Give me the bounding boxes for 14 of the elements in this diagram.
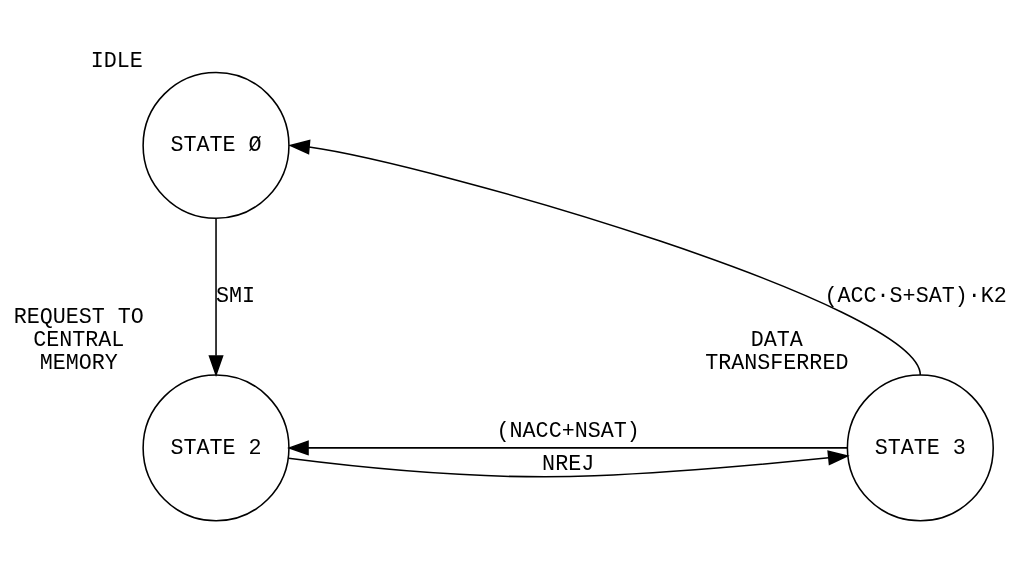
node-label: REQUEST TO CENTRAL MEMORY (13, 304, 144, 376)
node-circle: STATE 3 (846, 373, 994, 522)
node-circle: STATE Ø (142, 71, 290, 219)
node-label: DATA TRANSFERRED (705, 327, 849, 376)
edge-label: (NACC+NSAT) (496, 418, 640, 444)
edge-label: NREJ (542, 451, 595, 477)
arrow (287, 439, 848, 455)
node-label: IDLE (90, 48, 143, 74)
arrow (208, 217, 224, 377)
arrow (287, 449, 850, 478)
node-circle: STATE 2 (142, 373, 290, 522)
edge-label: SMI (215, 283, 255, 309)
edge-label: (ACC·S+SAT)·K2 (824, 283, 1007, 309)
arrow (288, 139, 922, 376)
